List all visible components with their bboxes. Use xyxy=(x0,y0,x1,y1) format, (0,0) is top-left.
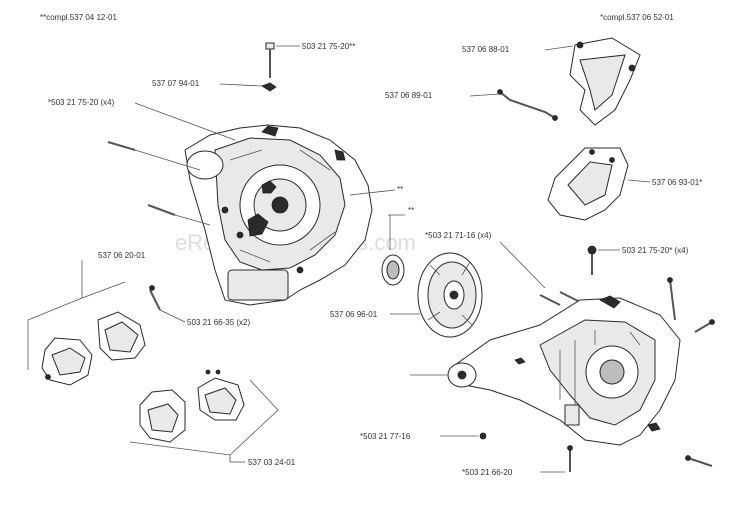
header-right-label: *compl.537 06 52-01 xyxy=(600,13,674,22)
label-screw-left: *503 21 75-20 (x4) xyxy=(48,98,115,107)
cover-bottom-part xyxy=(139,369,245,443)
screw-right-part xyxy=(587,245,597,275)
label-spring: 537 06 89-01 xyxy=(385,91,433,100)
label-bracket-top: 537 06 88-01 xyxy=(462,45,510,54)
crankcase-left-part xyxy=(184,124,373,306)
bracket-left-part xyxy=(41,311,146,386)
screws-left-part xyxy=(107,141,176,216)
label-screw-right: 503 21 75-20* (x4) xyxy=(622,246,689,255)
screws-bottom-part xyxy=(479,432,713,472)
label-screw-small: 503 21 66-35 (x2) xyxy=(187,318,250,327)
label-bracket-left: 537 06 20-01 xyxy=(98,251,146,260)
label-dash: ** xyxy=(408,206,414,215)
label-screw-top: 503 21 75-20** xyxy=(302,42,355,51)
crankcase-right-part xyxy=(447,295,681,446)
screw-top-part xyxy=(265,42,275,78)
spring-part xyxy=(497,89,558,121)
label-cover-bottom: 537 03 24-01 xyxy=(248,458,296,467)
bracket-top-part xyxy=(569,37,641,126)
label-flywheel: 537 06 96-01 xyxy=(330,310,378,319)
label-screw-bottom: *503 21 66-20 xyxy=(462,468,513,477)
screw-small-part xyxy=(149,285,161,311)
label-screw-mid: *503 21 71-16 (x4) xyxy=(425,231,492,240)
label-nut-top: 537 07 94-01 xyxy=(152,79,200,88)
label-pin: *503 21 77-16 xyxy=(360,432,411,441)
label-cover-right: 537 06 93-01* xyxy=(652,178,702,187)
cover-right-part xyxy=(547,147,629,221)
header-left-label: **compl.537 04 12-01 xyxy=(40,13,117,22)
flywheel-part xyxy=(417,252,483,338)
nut-top-part xyxy=(261,82,277,92)
label-star: ** xyxy=(397,185,403,194)
ring-part xyxy=(381,254,405,286)
screws-mid-part xyxy=(539,291,581,306)
